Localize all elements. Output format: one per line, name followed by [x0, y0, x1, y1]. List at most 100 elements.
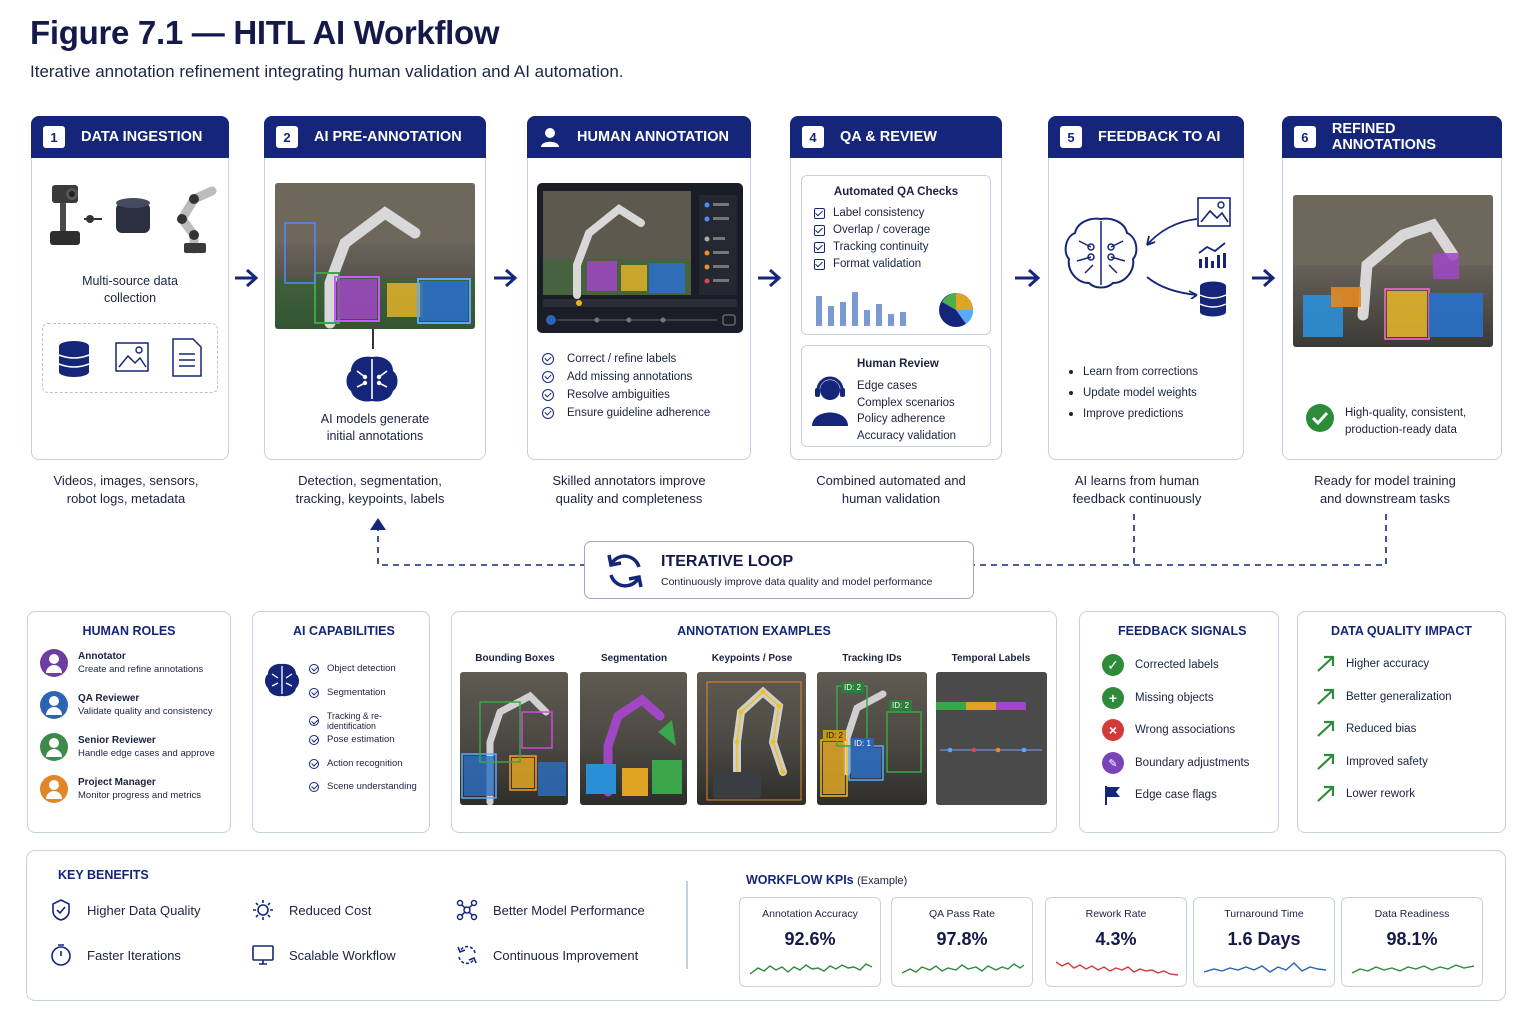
annotation-tool-screen[interactable] — [537, 183, 743, 333]
desc-line: Skilled annotators improve — [552, 473, 706, 488]
task-label: Correct / refine labels — [567, 353, 677, 365]
panel-title: HUMAN ROLES — [82, 624, 176, 638]
impact-label: Improved safety — [1346, 756, 1428, 768]
checkbox-icon — [814, 207, 825, 219]
network-icon — [456, 899, 478, 921]
capability-label: Tracking & re-identification — [327, 711, 382, 731]
desc-line: Ready for model training — [1314, 473, 1456, 488]
human-review-list: Edge cases Complex scenarios Policy adhe… — [857, 378, 956, 444]
role-name: Project Manager — [78, 777, 156, 788]
caption-line: production-ready data — [1345, 423, 1457, 436]
stage-ai-pre-annotation: 2 AI PRE-ANNOTATION AI models generate i… — [264, 116, 486, 460]
impact-item: Higher accuracy — [1316, 655, 1429, 673]
stage-title: QA & REVIEW — [840, 129, 937, 145]
impact-label: Higher accuracy — [1346, 658, 1430, 670]
check-circle-icon — [542, 389, 554, 401]
role-name: Annotator — [78, 651, 126, 662]
kpi-label: Turnaround Time — [1224, 908, 1304, 920]
signal-item: ✎Boundary adjustments — [1102, 752, 1249, 774]
check-icon: ✓ — [1102, 654, 1124, 676]
connector-line — [372, 329, 374, 349]
bullet-dot — [1069, 391, 1073, 395]
segmentation-example — [580, 672, 687, 805]
automated-qa-box: Automated QA Checks Label consistency Ov… — [801, 175, 991, 335]
check-badge-icon — [1306, 404, 1334, 432]
kpi-sparkline — [750, 963, 872, 975]
task-label: Ensure guideline adherence — [567, 407, 711, 419]
desc-line: feedback continuously — [1072, 491, 1202, 506]
capability-label: Segmentation — [327, 687, 386, 698]
stage-refined-annotations: 6 REFINED ANNOTATIONS High-quality, cons… — [1282, 116, 1502, 460]
task-item: Add missing annotations — [542, 371, 710, 383]
role-desc: Create and refine annotations — [78, 664, 204, 675]
trend-up-icon — [1317, 785, 1335, 802]
image-icon — [1197, 197, 1231, 227]
desc-line: Detection, segmentation, — [298, 473, 442, 488]
panel-title: AI CAPABILITIES — [293, 624, 395, 638]
robot-sensors-icon — [50, 185, 217, 254]
trend-chart-icon — [1198, 242, 1226, 268]
stage-header: HUMAN ANNOTATION — [527, 116, 751, 158]
tracking-id-tag: ID: 1 — [851, 738, 874, 749]
stage-description: Combined automated and human validation — [790, 472, 992, 508]
arrow-right-icon — [1015, 268, 1041, 288]
caption-line: High-quality, consistent, — [1345, 407, 1467, 419]
tracking-ids-example: ID: 2 ID: 2 ID: 2 ID: 1 — [817, 672, 927, 805]
check-circle-icon — [542, 371, 554, 383]
kpi-card: Turnaround Time 1.6 Days — [1193, 897, 1335, 987]
person-icon — [541, 128, 559, 147]
example-label: Temporal Labels — [951, 653, 1031, 664]
data-sources-box — [42, 323, 218, 393]
panel-title: FEEDBACK SIGNALS — [1118, 624, 1247, 638]
avatar-icon — [40, 649, 68, 677]
bounding-boxes-example — [460, 672, 568, 805]
stage-number: 2 — [276, 126, 298, 148]
kpi-value: 92.6% — [784, 929, 836, 949]
stage-number: 4 — [802, 126, 824, 148]
flag-icon — [1105, 786, 1120, 805]
review-item: Accuracy validation — [857, 429, 957, 442]
impact-item: Lower rework — [1316, 785, 1415, 803]
plus-icon: + — [1102, 687, 1124, 709]
signal-label: Edge case flags — [1135, 789, 1217, 801]
iterative-loop-box: ITERATIVE LOOP Continuously improve data… — [584, 541, 974, 599]
stage-caption: AI models generate initial annotations — [265, 411, 485, 445]
stage-data-ingestion: 1 DATA INGESTION Multi-source data colle… — [31, 116, 229, 460]
kpi-label: QA Pass Rate — [929, 908, 995, 920]
task-label: Add missing annotations — [567, 371, 693, 383]
trend-up-icon — [1317, 655, 1335, 672]
stage-description: Detection, segmentation, tracking, keypo… — [264, 472, 476, 508]
tracking-id-tag: ID: 2 — [841, 682, 864, 693]
capability-label: Pose estimation — [327, 734, 395, 745]
gear-icon — [253, 900, 273, 920]
capability-item: Segmentation — [309, 687, 386, 698]
robot-scene-image — [275, 183, 475, 329]
kpi-title-row: WORKFLOW KPIs (Example) — [746, 873, 907, 887]
desc-line: tracking, keypoints, labels — [295, 491, 445, 506]
signal-item: Edge case flags — [1102, 784, 1217, 806]
check-circle-icon — [309, 663, 319, 674]
check-circle-icon — [309, 687, 319, 698]
kpi-value: 1.6 Days — [1227, 929, 1301, 949]
refresh-icon — [607, 554, 643, 588]
stage-title: REFINED ANNOTATIONS — [1331, 121, 1437, 153]
checkbox-icon — [814, 258, 825, 270]
trend-up-icon — [1317, 688, 1335, 705]
human-review-title: Human Review — [857, 358, 939, 370]
kpi-label: Data Readiness — [1374, 908, 1450, 920]
task-item: Ensure guideline adherence — [542, 407, 710, 419]
monitor-icon — [252, 945, 274, 965]
benefit-label: Higher Data Quality — [87, 902, 201, 918]
arrow-right-icon — [758, 268, 782, 288]
benefit-label: Continuous Improvement — [493, 947, 639, 963]
kpi-card: QA Pass Rate 97.8% — [891, 897, 1033, 987]
benefit-item: Scalable Workflow — [251, 943, 396, 967]
keypoints-example — [697, 672, 806, 805]
avatar-icon — [40, 691, 68, 719]
tracking-id-tag: ID: 2 — [823, 730, 846, 741]
example-label: Bounding Boxes — [475, 653, 555, 664]
refined-scene-image — [1293, 195, 1493, 347]
example-label: Keypoints / Pose — [711, 653, 793, 664]
capability-label: Object detection — [327, 663, 396, 674]
signal-item: +Missing objects — [1102, 687, 1214, 709]
